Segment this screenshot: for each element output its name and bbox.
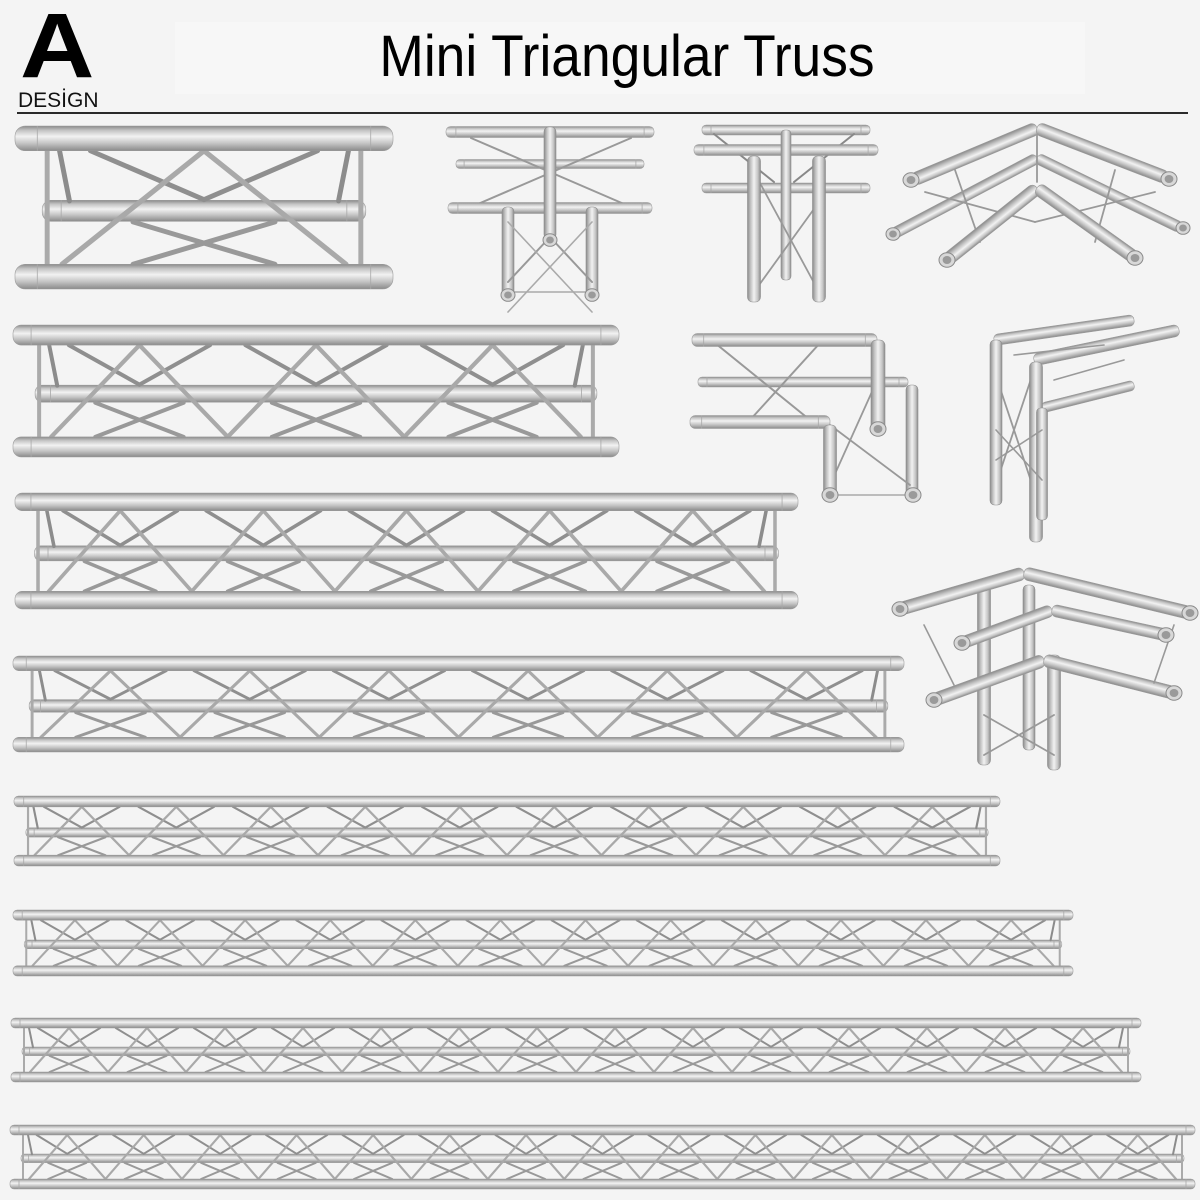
title-divider bbox=[17, 112, 1188, 114]
straight-truss-1 bbox=[14, 125, 394, 290]
corner-4way-down bbox=[884, 565, 1199, 773]
straight-truss-3 bbox=[14, 492, 799, 610]
logo-text: DESİGN bbox=[18, 89, 99, 112]
straight-truss-6 bbox=[12, 909, 1074, 977]
brand-logo: A DESİGN bbox=[18, 0, 118, 112]
t-junction-4way-down bbox=[693, 122, 879, 304]
straight-truss-2 bbox=[12, 324, 620, 458]
straight-truss-4 bbox=[12, 655, 905, 753]
page-title: Mini Triangular Truss bbox=[379, 24, 875, 89]
straight-truss-5 bbox=[13, 795, 1001, 867]
straight-truss-7 bbox=[10, 1017, 1142, 1083]
corner-3way-down-left bbox=[689, 325, 932, 513]
corner-3way-down-right bbox=[984, 310, 1186, 544]
logo-letter: A bbox=[20, 0, 94, 97]
corner-2way-90deg bbox=[885, 122, 1195, 270]
straight-truss-8 bbox=[9, 1124, 1196, 1190]
title-band bbox=[175, 22, 1085, 94]
t-junction-3way-front bbox=[445, 122, 655, 313]
